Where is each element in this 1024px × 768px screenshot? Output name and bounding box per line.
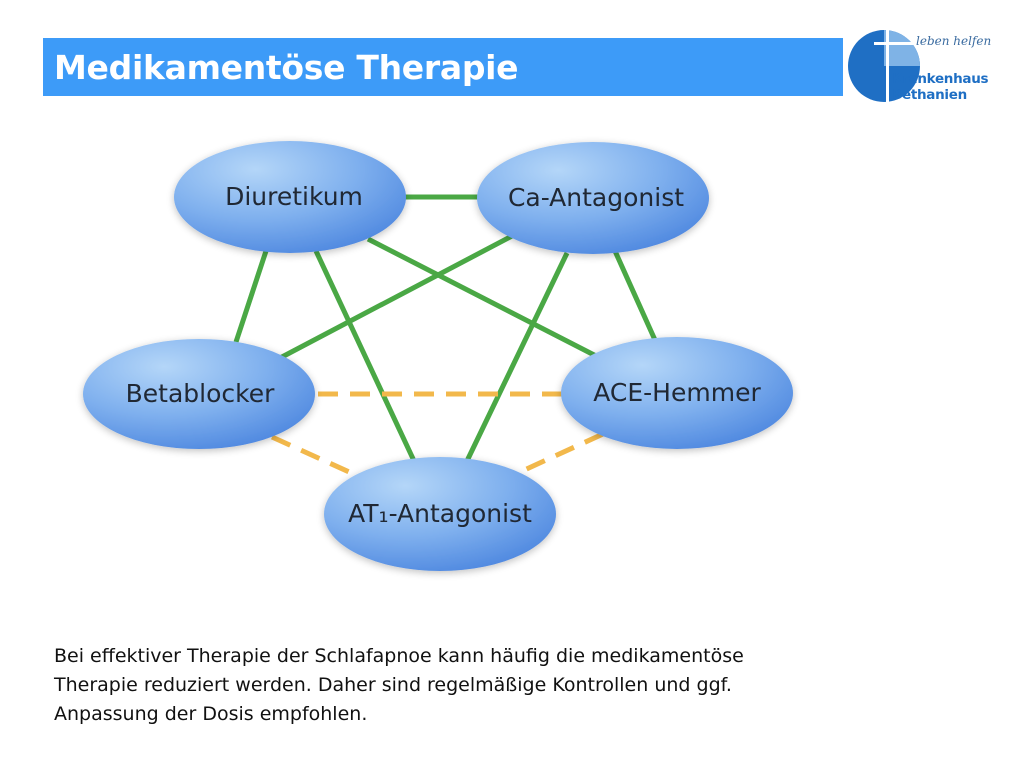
edge-ace-at1 — [518, 431, 605, 475]
drug-combination-diagram: Diuretikum Ca-Antagonist Betablocker ACE… — [83, 141, 793, 571]
node-ca-antagonist: Ca-Antagonist — [477, 142, 709, 254]
edge-ca-at1 — [463, 251, 570, 465]
node-label: Betablocker — [126, 379, 275, 408]
edge-ca-ace — [612, 249, 658, 342]
logo-slogan: leben helfen — [916, 34, 992, 48]
caption-line: Bei effektiver Therapie der Schlafapnoe … — [54, 645, 744, 667]
slide-title: Medikamentöse Therapie — [54, 47, 519, 87]
node-ace-hemmer: ACE-Hemmer — [561, 337, 793, 449]
node-label: AT₁-Antagonist — [348, 499, 532, 528]
hospital-logo: leben helfen Krankenhaus Bethanien — [846, 26, 1024, 110]
caption-line: Therapie reduziert werden. Daher sind re… — [54, 674, 732, 696]
node-label: ACE-Hemmer — [593, 378, 761, 407]
slide-caption: Bei effektiver Therapie der Schlafapnoe … — [54, 642, 834, 729]
logo-name-line2: Bethanien — [892, 87, 967, 103]
caption-line: Anpassung der Dosis empfohlen. — [54, 703, 368, 725]
edge-diuretikum-beta — [233, 250, 269, 343]
diagram-edges — [233, 194, 658, 479]
edge-ca-beta — [278, 233, 514, 361]
logo-name-line1: Krankenhaus — [892, 71, 989, 87]
edge-diuretikum-at1 — [313, 249, 418, 465]
node-diuretikum: Diuretikum — [174, 141, 406, 253]
node-label: Ca-Antagonist — [508, 183, 684, 212]
node-label: Diuretikum — [225, 182, 363, 211]
edge-beta-at1 — [270, 434, 360, 479]
edge-diuretikum-ace — [366, 236, 602, 361]
node-at1-antagonist: AT₁-Antagonist — [324, 457, 556, 571]
logo-emblem-icon — [848, 28, 920, 104]
diagram-nodes: Diuretikum Ca-Antagonist Betablocker ACE… — [83, 141, 793, 571]
node-betablocker: Betablocker — [83, 339, 315, 449]
title-bar: Medikamentöse Therapie — [43, 38, 843, 96]
